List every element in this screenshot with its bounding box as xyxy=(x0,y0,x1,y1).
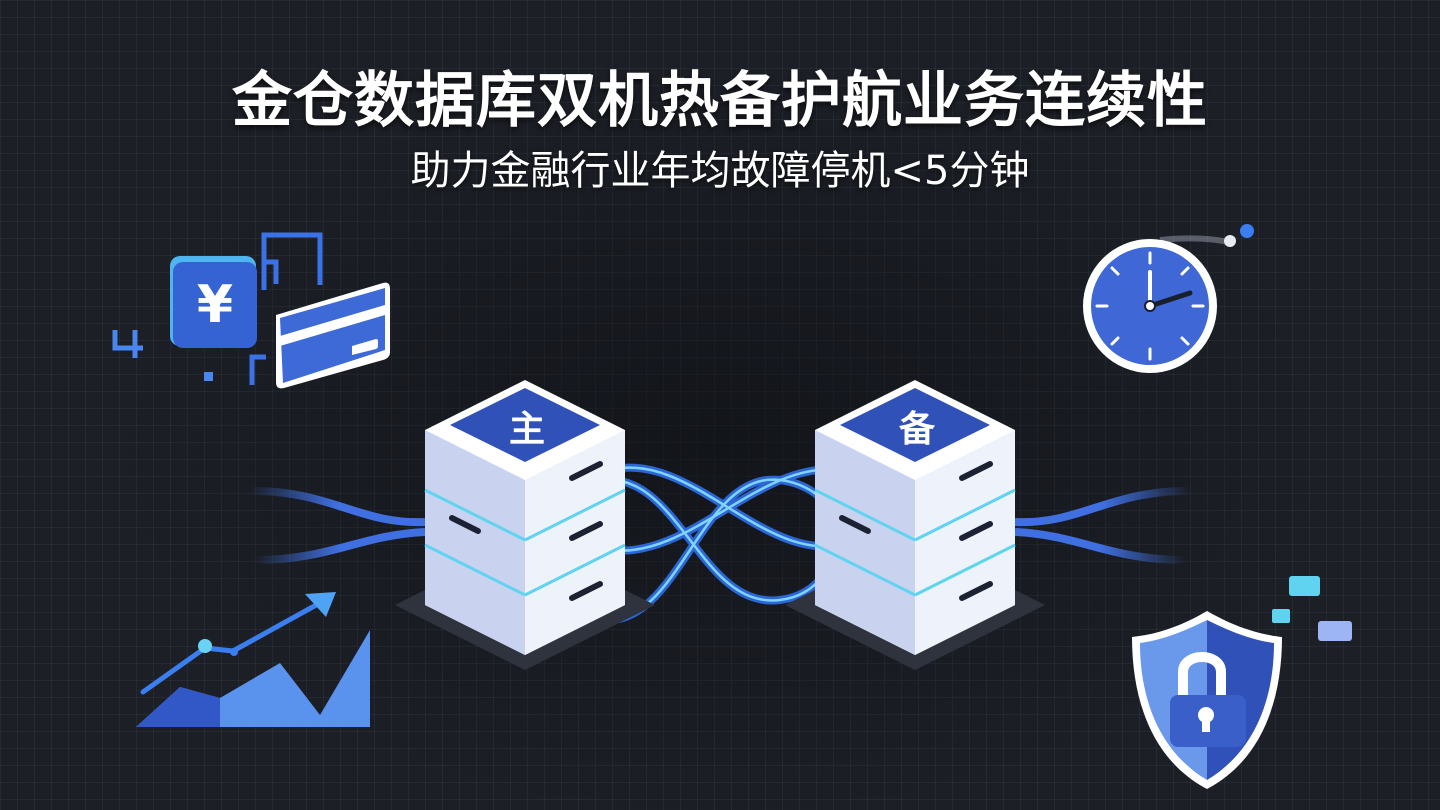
yuan-icon: ¥ xyxy=(170,256,257,348)
svg-text:¥: ¥ xyxy=(197,275,233,335)
page-subtitle: 助力金融行业年均故障停机<5分钟 xyxy=(410,148,1030,194)
primary-server-label: 主 xyxy=(508,409,545,450)
credit-card-icon xyxy=(276,282,390,389)
standby-server-label: 备 xyxy=(898,409,935,450)
decorative-brackets-icon xyxy=(112,232,323,385)
page-title: 金仓数据库双机热备护航业务连续性 xyxy=(232,66,1208,136)
